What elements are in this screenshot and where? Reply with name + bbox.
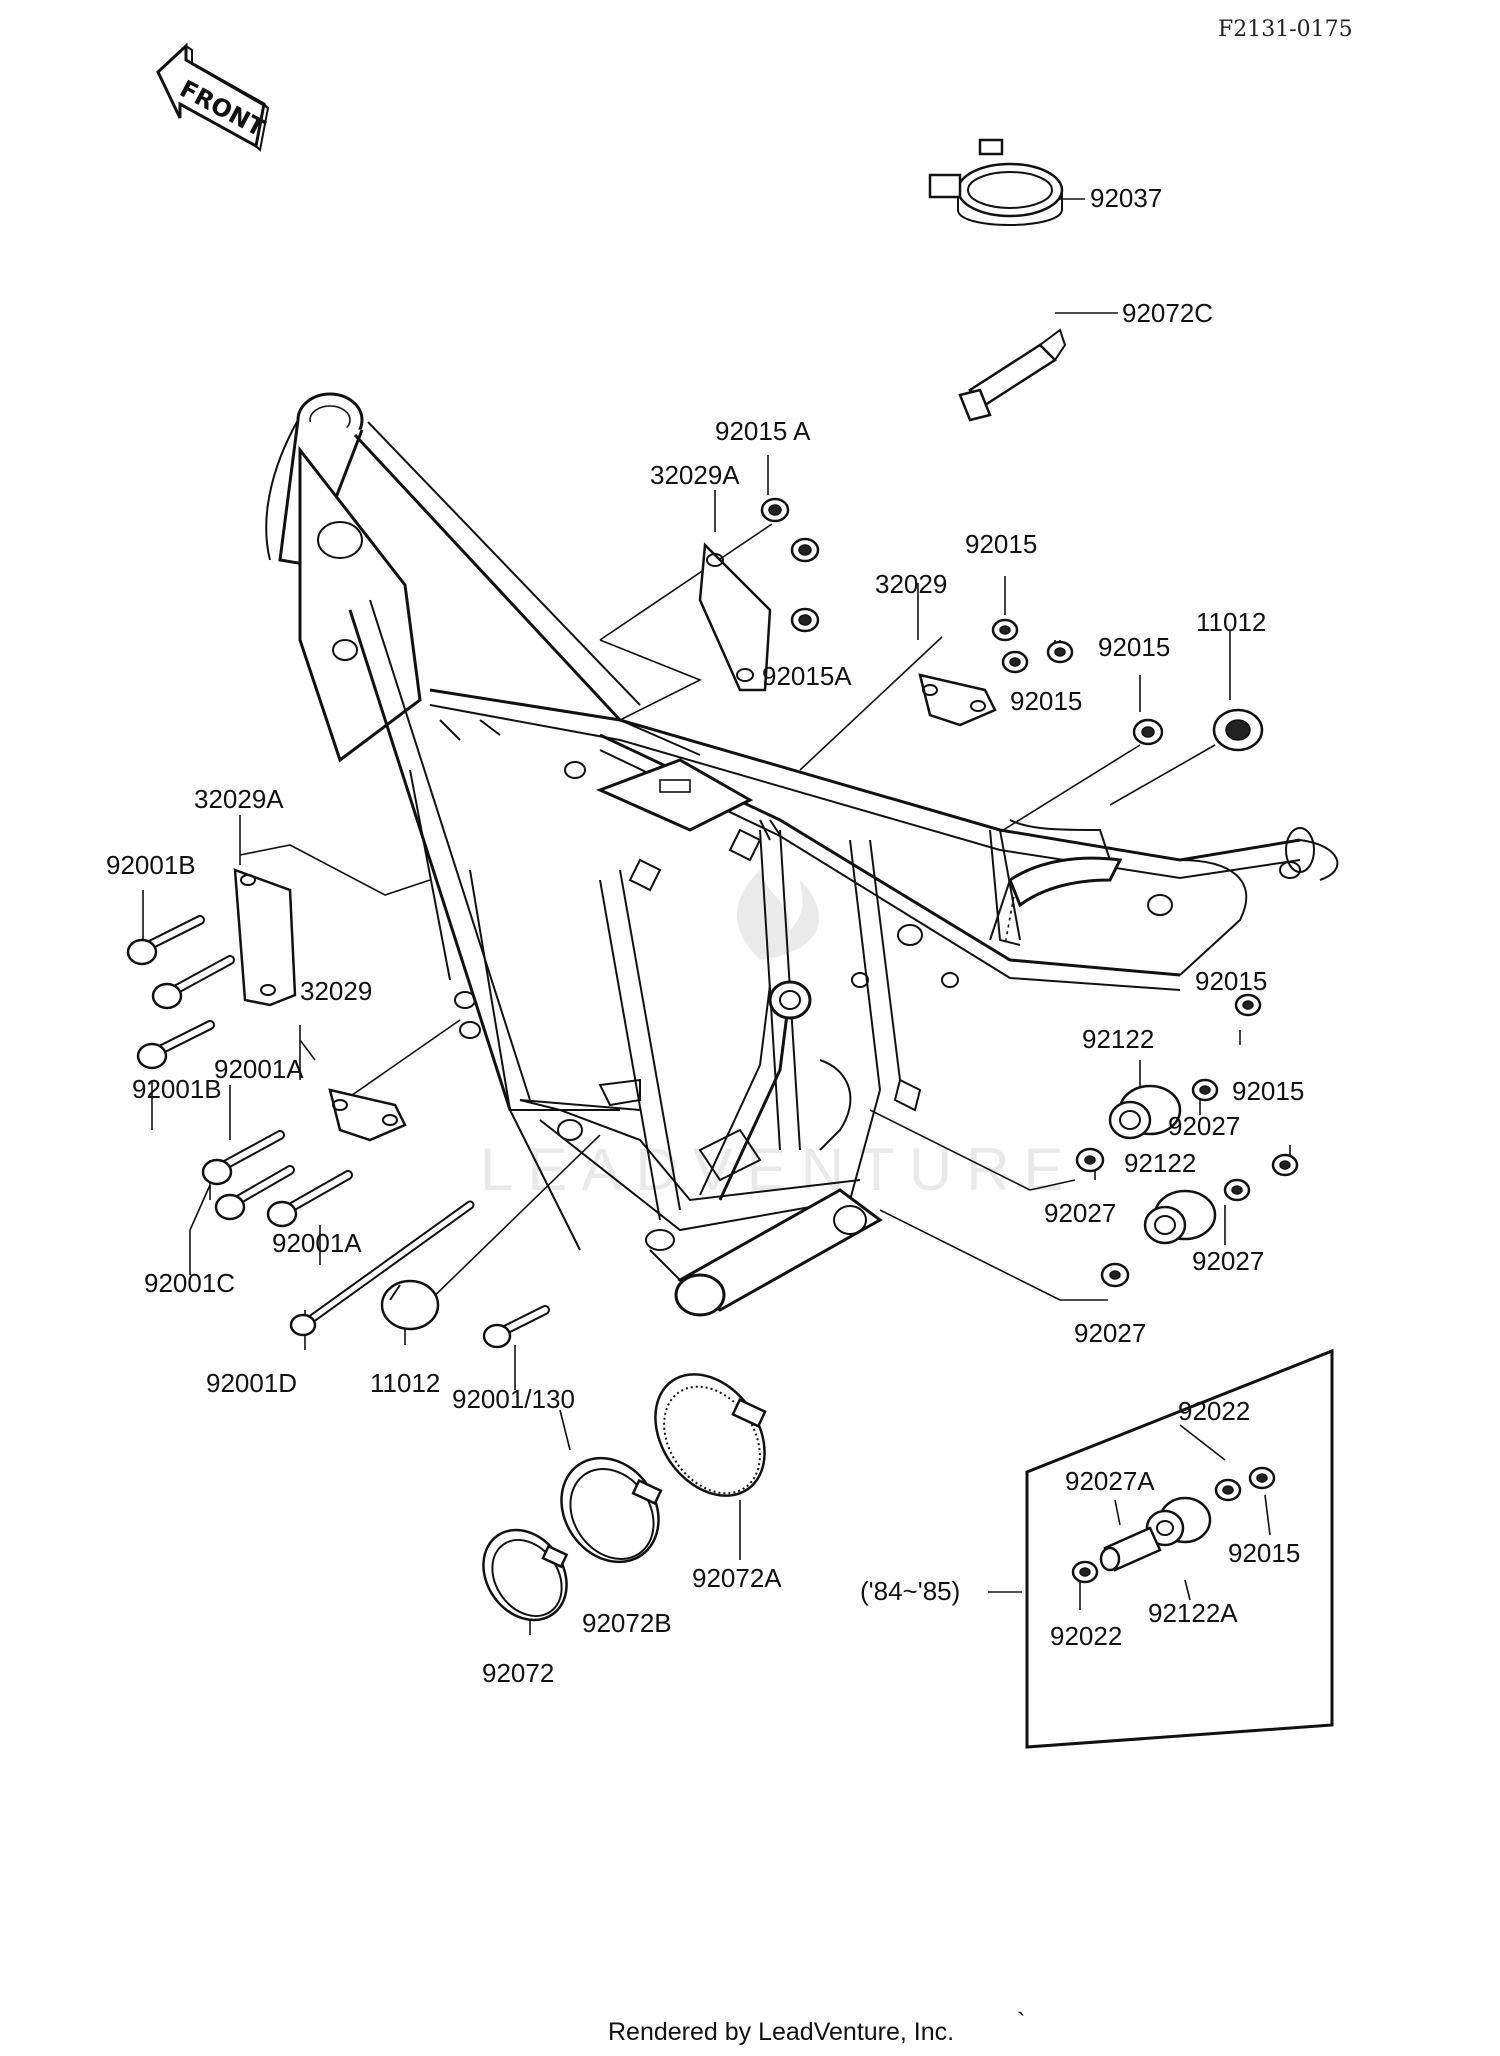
part-damper-92122-mid[interactable] [1143,1189,1217,1245]
callout-labels: 92037 92072C 92015 A 32029A 92015A 92015… [106,183,1304,1688]
callout-92022-top: 92022 [1178,1396,1250,1426]
part-bolt-92001B-b[interactable] [151,955,235,1010]
part-bolt-92001A-b[interactable] [266,1170,353,1228]
part-bushing-92027-b[interactable] [1075,1147,1105,1173]
part-bolt-92001C[interactable] [214,1165,295,1221]
part-grommet-11012-top[interactable] [1212,708,1264,752]
stray-mark: ` [1017,2008,1025,2036]
part-nut-92015-f[interactable] [1271,1153,1299,1177]
watermark-text: LEADVENTURE [480,1136,1077,1203]
callout-92027-d: 92027 [1074,1318,1146,1348]
callout-92072B: 92072B [582,1608,672,1638]
callout-92001C: 92001C [144,1268,235,1298]
part-nut-92015A-a[interactable] [760,497,790,523]
watermark-logo: LEADVENTURE [480,870,1077,1203]
callout-92122-mid: 92122 [1124,1148,1196,1178]
callout-11012-bottom: 11012 [370,1368,440,1398]
part-bushing-92027-a[interactable] [1191,1078,1219,1102]
part-plate-32029A-top[interactable] [698,542,772,692]
callout-92015-d: 92015 [1195,966,1267,996]
callout-92072: 92072 [482,1658,554,1688]
callout-92001D: 92001D [206,1368,297,1398]
part-nut-92015-e[interactable] [1234,993,1262,1017]
callout-92037: 92037 [1090,183,1162,213]
part-plate-32029-left[interactable] [328,1088,407,1142]
callout-32029-left: 32029 [300,976,372,1006]
callout-92027-b: 92027 [1044,1198,1116,1228]
part-bolt-92001-130[interactable] [482,1305,550,1349]
part-band-92072[interactable] [466,1514,583,1636]
part-nut-92015-inset[interactable] [1248,1466,1276,1490]
part-washer-92022-top[interactable] [1214,1478,1242,1502]
part-collar-92027A[interactable] [1099,1526,1162,1572]
front-arrow-icon: FRONT [156,42,270,153]
diagram-code: F2131-0175 [1218,17,1353,42]
part-nut-92015-d[interactable] [1132,718,1164,746]
part-long-bolt-92001D[interactable] [289,1200,475,1337]
callout-32029A-left: 32029A [194,784,284,814]
part-bolt-92001A-a[interactable] [201,1130,285,1186]
motorcycle-frame [265,392,1339,1317]
part-band-92072B[interactable] [542,1439,679,1581]
callout-92001-130: 92001/130 [452,1384,575,1414]
callout-92027-a: 92027 [1168,1111,1240,1141]
part-nut-92015-b[interactable] [1001,650,1029,674]
part-plate-32029A-left[interactable] [233,868,297,1007]
inset-box-84-85 [1025,1348,1334,1749]
part-bolt-92001B-a[interactable] [126,915,205,966]
part-nut-92015-a[interactable] [991,618,1019,642]
callout-92015-c: 92015 [1098,632,1170,662]
leader-lines [142,198,1291,1635]
part-band-92072A[interactable] [633,1353,787,1516]
callout-92001B-mid: 92001B [132,1074,222,1104]
part-cap-11012-bottom[interactable] [380,1279,440,1331]
part-bushing-92027-d[interactable] [1100,1262,1130,1288]
callout-92072A: 92072A [692,1563,782,1593]
part-damper-92122-top[interactable] [1108,1084,1182,1140]
render-credit: Rendered by LeadVenture, Inc. [608,2018,954,2046]
part-bracket-92072C[interactable] [958,328,1067,422]
callout-92001A-bottom: 92001A [272,1228,362,1258]
callout-92022-bottom: 92022 [1050,1621,1122,1651]
part-washer-92022-bottom[interactable] [1071,1560,1099,1584]
callout-92015A-top: 92015 A [715,416,811,446]
callout-92015-b: 92015 [1010,686,1082,716]
callout-92015-e: 92015 [1232,1076,1304,1106]
part-plate-32029-top[interactable] [918,673,997,727]
callout-92027A: 92027A [1065,1466,1155,1496]
callout-92122-top: 92122 [1082,1024,1154,1054]
callout-92027-c: 92027 [1192,1246,1264,1276]
callout-92122A: 92122A [1148,1598,1238,1628]
callout-11012-top: 11012 [1196,607,1266,637]
part-nut-92015-c[interactable] [1046,640,1074,664]
part-nut-92015A-c[interactable] [790,607,820,633]
callout-92015-f: 92015 [1228,1538,1300,1568]
callout-92001A-top: 92001A [214,1054,304,1084]
part-nut-92015A-b[interactable] [790,537,820,563]
part-bushing-92027-c[interactable] [1223,1178,1251,1202]
callout-92072C: 92072C [1122,298,1213,328]
part-bolt-92001B-c[interactable] [136,1020,215,1070]
callout-92001B-top: 92001B [106,850,196,880]
part-damper-92122A[interactable] [1145,1496,1212,1547]
callout-92015-a: 92015 [965,529,1037,559]
variant-label: ('84~'85) [860,1576,960,1606]
part-clamp-92037[interactable] [928,138,1064,226]
callout-92015A-mid: 92015A [762,661,852,691]
callout-32029A-top: 32029A [650,460,740,490]
callout-32029-top: 32029 [875,569,947,599]
